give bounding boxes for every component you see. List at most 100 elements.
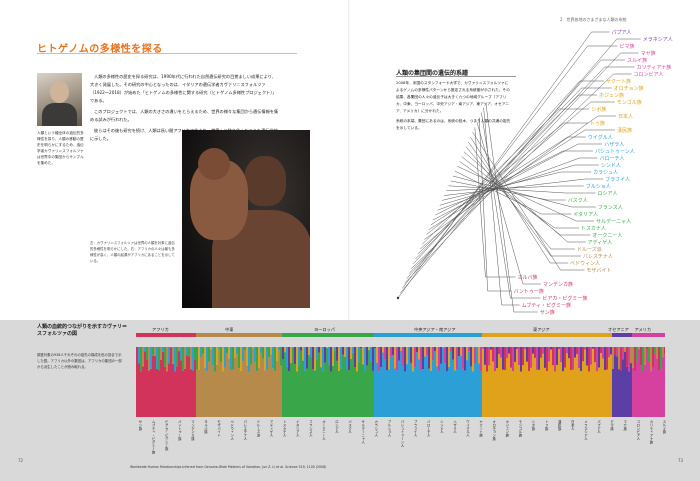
tree-paragraph: 系統の末端、集団にあるのは、系統の枝木、つまり人類の共通の祖先を示している。	[396, 119, 511, 130]
ancestry-segment	[648, 347, 650, 363]
population-label: オークニー人	[321, 420, 326, 441]
ancestry-segment	[616, 356, 618, 417]
ancestry-segment	[644, 347, 646, 365]
tree-branch	[402, 45, 618, 289]
tree-leaf-label: ドルーズ派	[577, 246, 602, 253]
ancestry-segment	[636, 347, 638, 362]
ancestry-segment	[530, 367, 532, 417]
ancestry-segment	[578, 368, 580, 417]
ancestry-segment	[498, 354, 500, 417]
ancestry-segment	[508, 347, 510, 354]
ancestry-segment	[298, 366, 300, 417]
ancestry-segment	[594, 362, 596, 417]
ancestry-segment	[546, 347, 548, 372]
ancestry-segment	[556, 364, 558, 417]
ancestry-segment	[300, 347, 302, 351]
ancestry-segment	[290, 347, 292, 363]
ancestry-segment	[366, 347, 368, 366]
ancestry-segment	[196, 369, 198, 417]
ancestry-segment	[202, 353, 204, 417]
tree-leaf-label: ハザラ人	[604, 142, 624, 148]
ancestry-segment	[168, 347, 170, 364]
tree-leaf-label: ホジェン族	[599, 92, 624, 99]
ancestry-segment	[322, 371, 324, 417]
population-label: 日本人	[570, 420, 575, 431]
ancestry-segment	[380, 367, 382, 417]
ancestry-segment	[188, 356, 190, 417]
body-paragraph: 人類の多様性の歴史を探る研究は、1990年代に行われた自然遺伝研究の目覚ましい成…	[90, 74, 277, 103]
ancestry-segment	[144, 351, 146, 417]
ancestry-segment	[246, 347, 248, 366]
ancestry-segment	[474, 363, 476, 417]
tree-leaf-label: サン族	[540, 309, 555, 316]
ancestry-segment	[324, 362, 326, 417]
ancestry-segment	[618, 369, 620, 417]
population-label: シンド人	[439, 420, 444, 434]
ancestry-segment	[438, 371, 440, 417]
ancestry-segment	[460, 347, 462, 356]
ancestry-segment	[388, 347, 390, 370]
ancestry-segment	[180, 347, 182, 361]
ancestry-segment	[268, 347, 270, 358]
region-label: オセアニア	[608, 327, 629, 332]
photo-baby-head	[198, 148, 230, 180]
population-label: サン族	[138, 420, 142, 431]
ancestry-segment	[398, 347, 400, 361]
ancestry-segment	[416, 352, 418, 417]
ancestry-segment	[178, 347, 180, 352]
ancestry-segment	[578, 347, 580, 369]
strip-description: 調査対象の938人それぞれの祖先の構成を色の割合で示した図。アフリカ以外の集団は…	[37, 353, 122, 369]
ancestry-segment	[140, 347, 142, 372]
ancestry-segment	[194, 359, 196, 417]
population-label: ドルーズ派	[255, 420, 260, 437]
ancestry-segment	[654, 353, 656, 417]
ancestry-segment	[280, 365, 282, 417]
tree-leaf-label: ベドウィン人	[570, 260, 600, 267]
ancestry-segment	[354, 367, 356, 417]
ancestry-segment	[224, 367, 226, 417]
ancestry-segment	[564, 347, 566, 368]
ancestry-segment	[222, 371, 224, 417]
ancestry-segment	[504, 347, 506, 370]
ancestry-segment	[338, 370, 340, 417]
ancestry-segment	[526, 347, 528, 362]
ancestry-segment	[662, 357, 664, 417]
ancestry-segment	[392, 354, 394, 417]
ancestry-segment	[584, 349, 586, 417]
ancestry-segment	[318, 347, 320, 353]
ancestry-segment	[286, 347, 288, 367]
ancestry-segment	[500, 347, 502, 358]
ancestry-segment	[400, 347, 402, 351]
ancestry-segment	[454, 370, 456, 417]
ancestry-segment	[548, 347, 550, 362]
ancestry-segment	[368, 347, 370, 351]
tree-branch	[437, 157, 598, 211]
tree-leaf-label: トゥ族	[590, 120, 605, 127]
ancestry-segment	[502, 369, 504, 417]
ancestry-segment	[242, 347, 244, 362]
ancestry-segment	[334, 347, 336, 351]
ancestry-segment	[536, 347, 538, 370]
ancestry-segment	[540, 347, 542, 358]
ancestry-segment	[182, 370, 184, 417]
ancestry-segment	[582, 347, 584, 362]
ancestry-segment	[324, 347, 326, 363]
ancestry-segment	[232, 369, 234, 417]
ancestry-segment	[308, 347, 310, 356]
ancestry-segment	[640, 365, 642, 417]
ancestry-segment	[156, 369, 158, 417]
ancestry-segment	[518, 365, 520, 417]
ancestry-segment	[246, 365, 248, 417]
ancestry-segment	[282, 359, 284, 417]
ancestry-segment	[360, 347, 362, 349]
ancestry-segment	[660, 369, 662, 417]
ancestry-segment	[344, 347, 346, 357]
ancestry-segment	[612, 347, 614, 369]
ancestry-segment	[188, 347, 190, 357]
region-label: 中央アジア・南アジア	[414, 327, 456, 332]
ancestry-segment	[314, 347, 316, 371]
tree-leaf-label: バスク人	[568, 198, 588, 204]
ancestry-segment	[384, 347, 386, 360]
ancestry-segment	[534, 347, 536, 358]
population-label: モンゴル族	[517, 420, 522, 437]
